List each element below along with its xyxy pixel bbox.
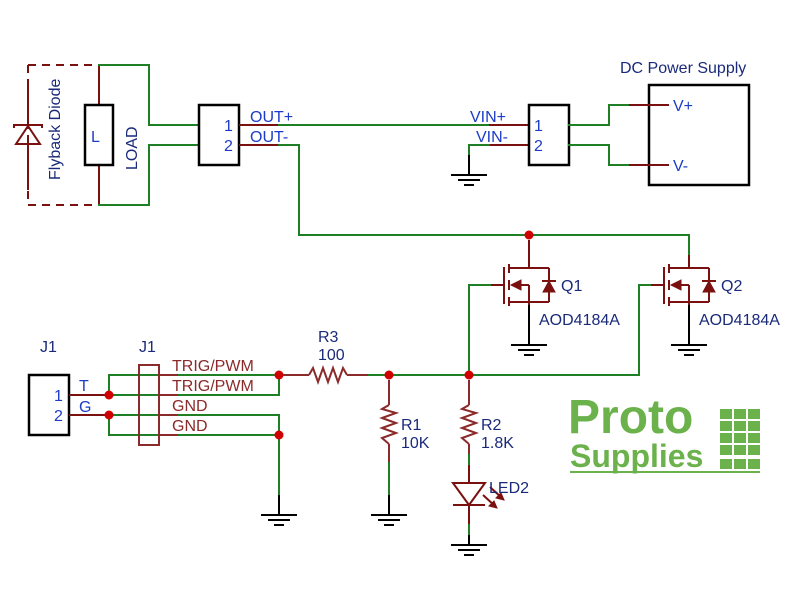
power-supply-box bbox=[647, 83, 751, 187]
protosupplies-logo: Proto Supplies bbox=[568, 391, 760, 474]
led-triangle-icon bbox=[451, 482, 487, 507]
logo-text-supplies: Supplies bbox=[570, 438, 703, 474]
logo-text-proto: Proto bbox=[568, 391, 693, 444]
led2-ref: LED2 bbox=[489, 480, 529, 497]
junction-gnd bbox=[274, 430, 284, 440]
vin-connector-box bbox=[527, 103, 571, 167]
ground-icon bbox=[511, 344, 547, 356]
wire-vin-minus-gnd bbox=[468, 144, 490, 156]
vin-connector: VIN+ VIN- 1 2 bbox=[451, 103, 630, 186]
net-out-plus: OUT+ bbox=[250, 109, 293, 126]
net-vin-plus: VIN+ bbox=[470, 109, 506, 126]
net-trig-pwm-2: TRIG/PWM bbox=[172, 378, 254, 395]
r2-zigzag-icon bbox=[459, 404, 480, 445]
out-pin1: 1 bbox=[224, 118, 233, 135]
junction-r1 bbox=[384, 370, 394, 380]
q2-part: AOD4184A bbox=[699, 312, 780, 329]
inductor-box bbox=[83, 103, 115, 167]
j1-right-ref: J1 bbox=[139, 339, 156, 356]
wire-vin-vminus bbox=[568, 144, 630, 166]
led2: LED2 bbox=[451, 480, 529, 556]
wire-out-minus-drains bbox=[278, 144, 690, 266]
inductor-label: L bbox=[91, 129, 100, 146]
load-section: Flyback Diode L LOAD bbox=[13, 64, 200, 206]
dc-power-supply: DC Power Supply V+ V- bbox=[620, 60, 751, 187]
wire-q2-gate bbox=[388, 284, 651, 376]
r1-value: 10K bbox=[401, 435, 430, 452]
q2-arrow-icon bbox=[669, 279, 682, 291]
ground-icon bbox=[451, 155, 487, 186]
resistor-r1: R1 10K bbox=[371, 380, 430, 526]
junction-trig bbox=[274, 370, 284, 380]
j1-left-connector: J1 1 2 T G bbox=[27, 339, 109, 437]
net-gnd-1: GND bbox=[172, 398, 208, 415]
load-label: LOAD bbox=[124, 126, 141, 170]
vin-pin2: 2 bbox=[534, 138, 543, 155]
j1-left-ref: J1 bbox=[40, 339, 57, 356]
mosfet-q2: Q2 AOD4184A bbox=[650, 255, 780, 356]
out-connector: 1 2 OUT+ OUT- bbox=[197, 103, 293, 167]
junction-j1-t bbox=[104, 390, 114, 400]
wire-gnd2 bbox=[178, 434, 280, 496]
wire-load-bottom bbox=[98, 144, 200, 206]
flyback-diode-label: Flyback Diode bbox=[47, 79, 64, 180]
r3-value: 100 bbox=[318, 347, 345, 364]
wire-trig2 bbox=[178, 374, 280, 396]
mosfet-q1: Q1 AOD4184A bbox=[490, 240, 620, 356]
ground-icon bbox=[671, 344, 707, 356]
j1-right-box bbox=[138, 364, 160, 446]
net-vin-minus: VIN- bbox=[476, 129, 508, 146]
out-pin2: 2 bbox=[224, 138, 233, 155]
j1-right-connector: J1 TRIG/PWM TRIG/PWM GND GND bbox=[138, 339, 254, 446]
resistor-r3: R3 100 bbox=[283, 329, 369, 385]
wire-header-inner bbox=[138, 374, 160, 436]
net-out-minus: OUT- bbox=[250, 129, 288, 146]
q1-ref: Q1 bbox=[561, 278, 582, 295]
led-emission-arrows-icon bbox=[482, 486, 505, 509]
resistor-r2: R2 1.8K bbox=[459, 380, 514, 483]
r3-zigzag-icon bbox=[308, 365, 348, 385]
r2-ref: R2 bbox=[481, 417, 502, 434]
wire-gnd1 bbox=[178, 414, 280, 436]
ground-icon bbox=[451, 535, 487, 556]
vin-pin1: 1 bbox=[534, 118, 543, 135]
j1-pin2: 2 bbox=[54, 408, 63, 425]
q1-part: AOD4184A bbox=[539, 312, 620, 329]
r1-zigzag-icon bbox=[379, 404, 400, 445]
power-supply-title: DC Power Supply bbox=[620, 60, 746, 77]
wire-load-top bbox=[98, 64, 200, 126]
net-trig-pwm-1: TRIG/PWM bbox=[172, 358, 254, 375]
j1-sig-g: G bbox=[79, 399, 91, 416]
vplus-label: V+ bbox=[673, 98, 693, 115]
ground-icon bbox=[371, 495, 407, 526]
ground-icon bbox=[261, 495, 297, 526]
flyback-diode-icon bbox=[13, 80, 43, 190]
out-connector-box bbox=[197, 103, 241, 167]
wire-j1-g-bottom bbox=[108, 414, 140, 436]
r1-ref: R1 bbox=[401, 417, 422, 434]
net-gnd-2: GND bbox=[172, 418, 208, 435]
j1-left-box bbox=[27, 373, 71, 437]
wire-q1-gate bbox=[468, 284, 491, 376]
junction-r2 bbox=[464, 370, 474, 380]
q1-body-diode-icon bbox=[542, 279, 556, 293]
wire-j1-t-top bbox=[108, 374, 140, 396]
r2-value: 1.8K bbox=[481, 435, 514, 452]
j1-pin1: 1 bbox=[54, 388, 63, 405]
q2-body-diode-icon bbox=[702, 279, 716, 293]
junction-j1-g bbox=[104, 410, 114, 420]
vminus-label: V- bbox=[673, 158, 688, 175]
q1-arrow-icon bbox=[509, 279, 522, 291]
wire-vin-vplus bbox=[568, 104, 630, 126]
r3-ref: R3 bbox=[318, 329, 339, 346]
j1-sig-t: T bbox=[79, 378, 89, 395]
q2-ref: Q2 bbox=[721, 278, 742, 295]
logo-grid-icon bbox=[720, 409, 760, 469]
junction-drain bbox=[524, 230, 534, 240]
